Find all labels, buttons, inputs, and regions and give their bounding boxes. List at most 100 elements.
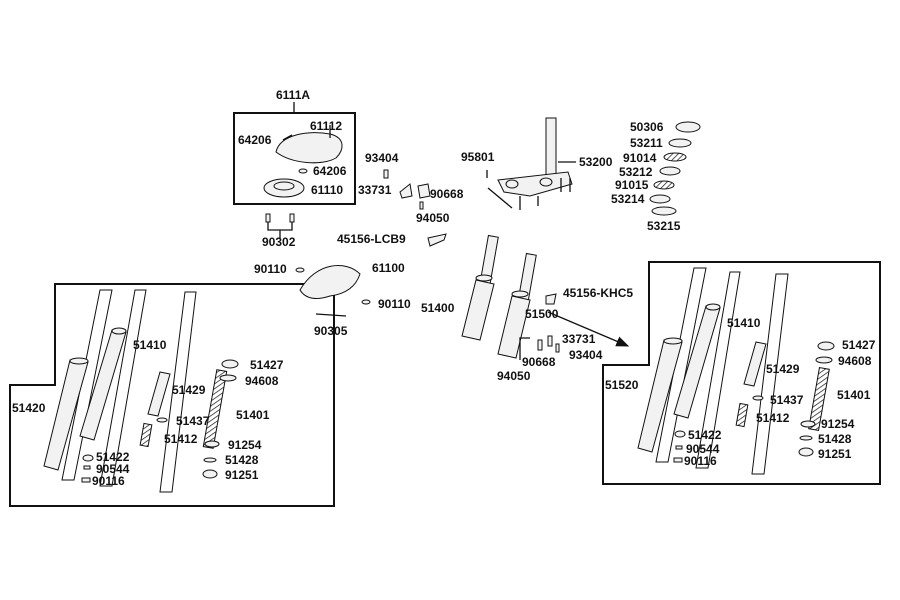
triple-clamp <box>497 171 573 197</box>
label-45156-lcb9: 45156-LCB9 <box>337 232 406 246</box>
label-61100: 61100 <box>372 261 405 275</box>
label-61112: 61112 <box>310 119 342 133</box>
bolt-90305 <box>315 313 347 317</box>
label-45156-khc5: 45156-KHC5 <box>563 286 633 300</box>
cap-51427 <box>221 359 239 369</box>
label-51422-left: 51422 <box>96 450 130 464</box>
ring-51437 <box>156 417 168 423</box>
label-93404-a: 93404 <box>365 151 399 165</box>
screw-64206-b <box>298 168 308 174</box>
seal-91251-r <box>798 447 814 457</box>
label-90302: 90302 <box>262 235 296 249</box>
label-51427-left: 51427 <box>250 358 284 372</box>
clip-51428-r <box>799 435 813 441</box>
oring-94608-r <box>815 356 833 364</box>
race-53212 <box>659 166 681 176</box>
fender-group <box>263 102 343 198</box>
label-51412-right: 51412 <box>756 411 790 425</box>
label-53200: 53200 <box>579 155 613 169</box>
race-53215 <box>651 206 677 216</box>
label-33731-a: 33731 <box>358 183 392 197</box>
label-51401-right: 51401 <box>837 388 871 402</box>
label-51500: 51500 <box>525 307 559 321</box>
label-90116-right: 90116 <box>684 454 717 468</box>
label-94608-left: 94608 <box>245 374 279 388</box>
label-90668-a: 90668 <box>430 187 464 201</box>
piece-51422 <box>82 454 94 462</box>
bolt-90116 <box>81 477 91 483</box>
bearing-91015 <box>653 180 675 190</box>
part-labels: 6111A 61112 64206 64206 61110 90302 9340… <box>12 88 876 488</box>
race-53214 <box>649 194 671 204</box>
label-33731-b: 33731 <box>562 332 596 346</box>
steering-stem <box>545 117 557 177</box>
label-51410-left: 51410 <box>133 338 167 352</box>
seal-91254-r <box>800 420 816 428</box>
label-51420: 51420 <box>12 401 46 415</box>
front-fender-61100 <box>295 265 371 317</box>
fork-right-51500 <box>497 252 537 359</box>
inner-tube-51410-r <box>673 305 721 419</box>
bolt-93404 <box>383 169 389 179</box>
bearing-stack <box>649 121 701 216</box>
label-51428-right: 51428 <box>818 432 852 446</box>
front-fender-cover <box>275 132 343 164</box>
fender-base-hub <box>273 181 295 191</box>
label-95801: 95801 <box>461 150 495 164</box>
label-61110: 61110 <box>311 183 343 197</box>
clip-51428 <box>203 457 217 463</box>
label-51401-left: 51401 <box>236 408 270 422</box>
clamp-33731 <box>399 183 413 199</box>
label-91254-right: 91254 <box>821 417 855 431</box>
label-94050-a: 94050 <box>416 211 450 225</box>
oring-94608 <box>219 374 237 382</box>
reflector-45156-lcb9 <box>427 233 447 247</box>
detail-arrow <box>547 311 630 347</box>
label-91015: 91015 <box>615 178 649 192</box>
label-51422-right: 51422 <box>688 428 722 442</box>
label-94608-right: 94608 <box>838 354 872 368</box>
label-53211: 53211 <box>630 136 663 150</box>
bolt-90116-r <box>673 457 683 463</box>
label-91251-left: 91251 <box>225 468 259 482</box>
steering-assembly <box>383 117 576 210</box>
bearing-91014 <box>663 152 687 162</box>
label-51429-right: 51429 <box>766 362 800 376</box>
clamp-90668 <box>417 183 431 199</box>
label-51400: 51400 <box>421 301 455 315</box>
label-90116-left: 90116 <box>92 474 125 488</box>
right-fork-detail-frame <box>602 261 881 485</box>
washer-90544-r <box>675 445 683 450</box>
washer-90544 <box>83 465 91 470</box>
label-51427-right: 51427 <box>842 338 876 352</box>
label-90305: 90305 <box>314 324 348 338</box>
bolt-90110-a <box>295 267 305 273</box>
front-fender <box>299 265 361 299</box>
label-90544-right: 90544 <box>686 442 720 456</box>
bolt-90110-b <box>361 299 371 305</box>
spring-51412-r <box>735 402 749 428</box>
label-93404-b: 93404 <box>569 348 603 362</box>
damper-51429-r <box>743 341 767 387</box>
label-90110-a: 90110 <box>254 262 287 276</box>
label-51410-right: 51410 <box>727 316 761 330</box>
screw-64206-a <box>282 134 293 141</box>
inner-tube-51410 <box>79 329 127 441</box>
cap-51427-r <box>817 341 835 351</box>
label-91251-right: 91251 <box>818 447 852 461</box>
label-64206-b: 64206 <box>313 164 347 178</box>
label-64206-a: 64206 <box>238 133 272 147</box>
label-51437-right: 51437 <box>770 393 804 407</box>
reflector-45156-khc5 <box>545 293 557 305</box>
nut-50306 <box>675 121 701 133</box>
ring-51437-r <box>752 395 764 401</box>
label-90110-b: 90110 <box>378 297 411 311</box>
label-53212: 53212 <box>619 165 653 179</box>
label-53214: 53214 <box>611 192 645 206</box>
right-detail-fork <box>637 267 835 475</box>
label-51437-left: 51437 <box>176 414 210 428</box>
seal-91254 <box>204 440 220 448</box>
label-90544-left: 90544 <box>96 462 130 476</box>
